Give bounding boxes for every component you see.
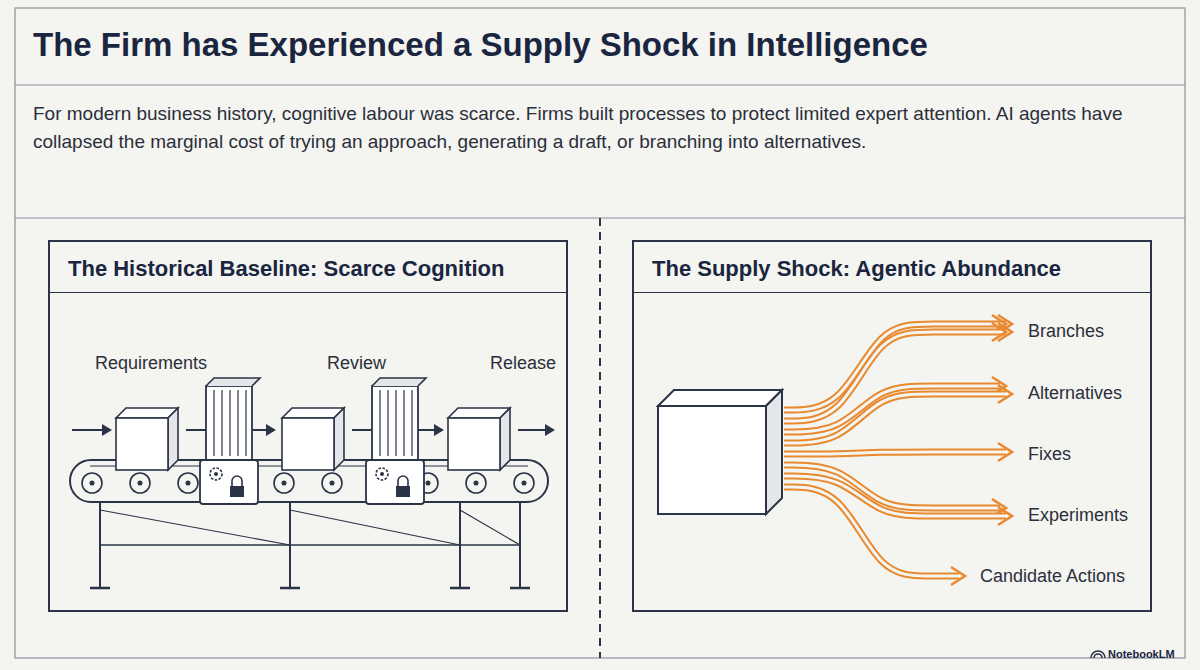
watermark-icon — [1091, 651, 1105, 658]
panel-box: The Supply Shock: Agentic Abundance — [632, 240, 1152, 612]
stage-label: Release — [490, 352, 556, 375]
panel-heading: The Historical Baseline: Scarce Cognitio… — [50, 242, 566, 293]
panel-box: The Historical Baseline: Scarce Cognitio… — [48, 240, 568, 612]
output-label: Alternatives — [1028, 382, 1122, 405]
page-title: The Firm has Experienced a Supply Shock … — [33, 24, 928, 65]
output-label: Experiments — [1028, 504, 1128, 527]
frame — [15, 8, 1185, 658]
stage-label: Review — [327, 352, 386, 375]
branching-illustration — [658, 315, 1012, 585]
conveyor-illustration — [70, 378, 555, 588]
intro-text: For modern business history, cognitive l… — [33, 100, 1173, 155]
stage-label: Requirements — [95, 352, 207, 375]
output-label: Fixes — [1028, 443, 1071, 466]
output-label: Branches — [1028, 320, 1104, 343]
output-label: Candidate Actions — [980, 565, 1125, 588]
watermark: NotebookLM — [1108, 648, 1175, 662]
panel-heading: The Supply Shock: Agentic Abundance — [634, 242, 1150, 293]
